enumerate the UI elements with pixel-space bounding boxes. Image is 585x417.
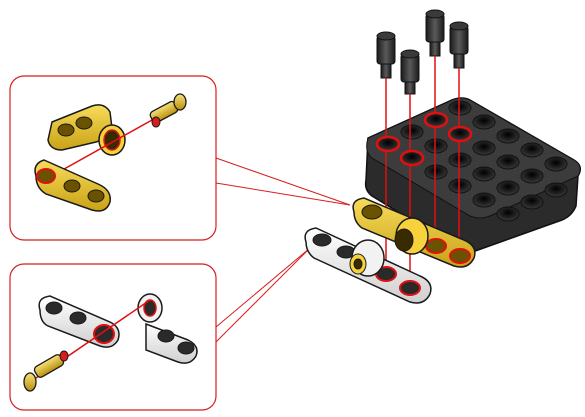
guide-line (47, 109, 171, 179)
black-pins (376, 9, 469, 95)
black-plate (364, 97, 581, 253)
white-beam-right-callout (145, 322, 198, 364)
black-pin (400, 49, 420, 95)
callout-box-top (9, 75, 217, 241)
black-pin (376, 31, 396, 79)
black-pin (425, 9, 445, 57)
callout-connector-lines (215, 157, 351, 343)
gear-connector-top-callout (98, 124, 126, 156)
gear-connector-bottom-callout (137, 293, 163, 323)
yellow-beam-lower-callout (34, 159, 111, 212)
yellow-beam-main (352, 197, 476, 268)
white-beam-main (304, 227, 432, 304)
yellow-pin-bottom-callout (23, 350, 69, 392)
black-pin (449, 21, 469, 69)
yellow-pin-top-callout (149, 93, 187, 128)
yellow-beam-top-callout (47, 104, 113, 151)
callout-box-bottom (9, 263, 217, 411)
